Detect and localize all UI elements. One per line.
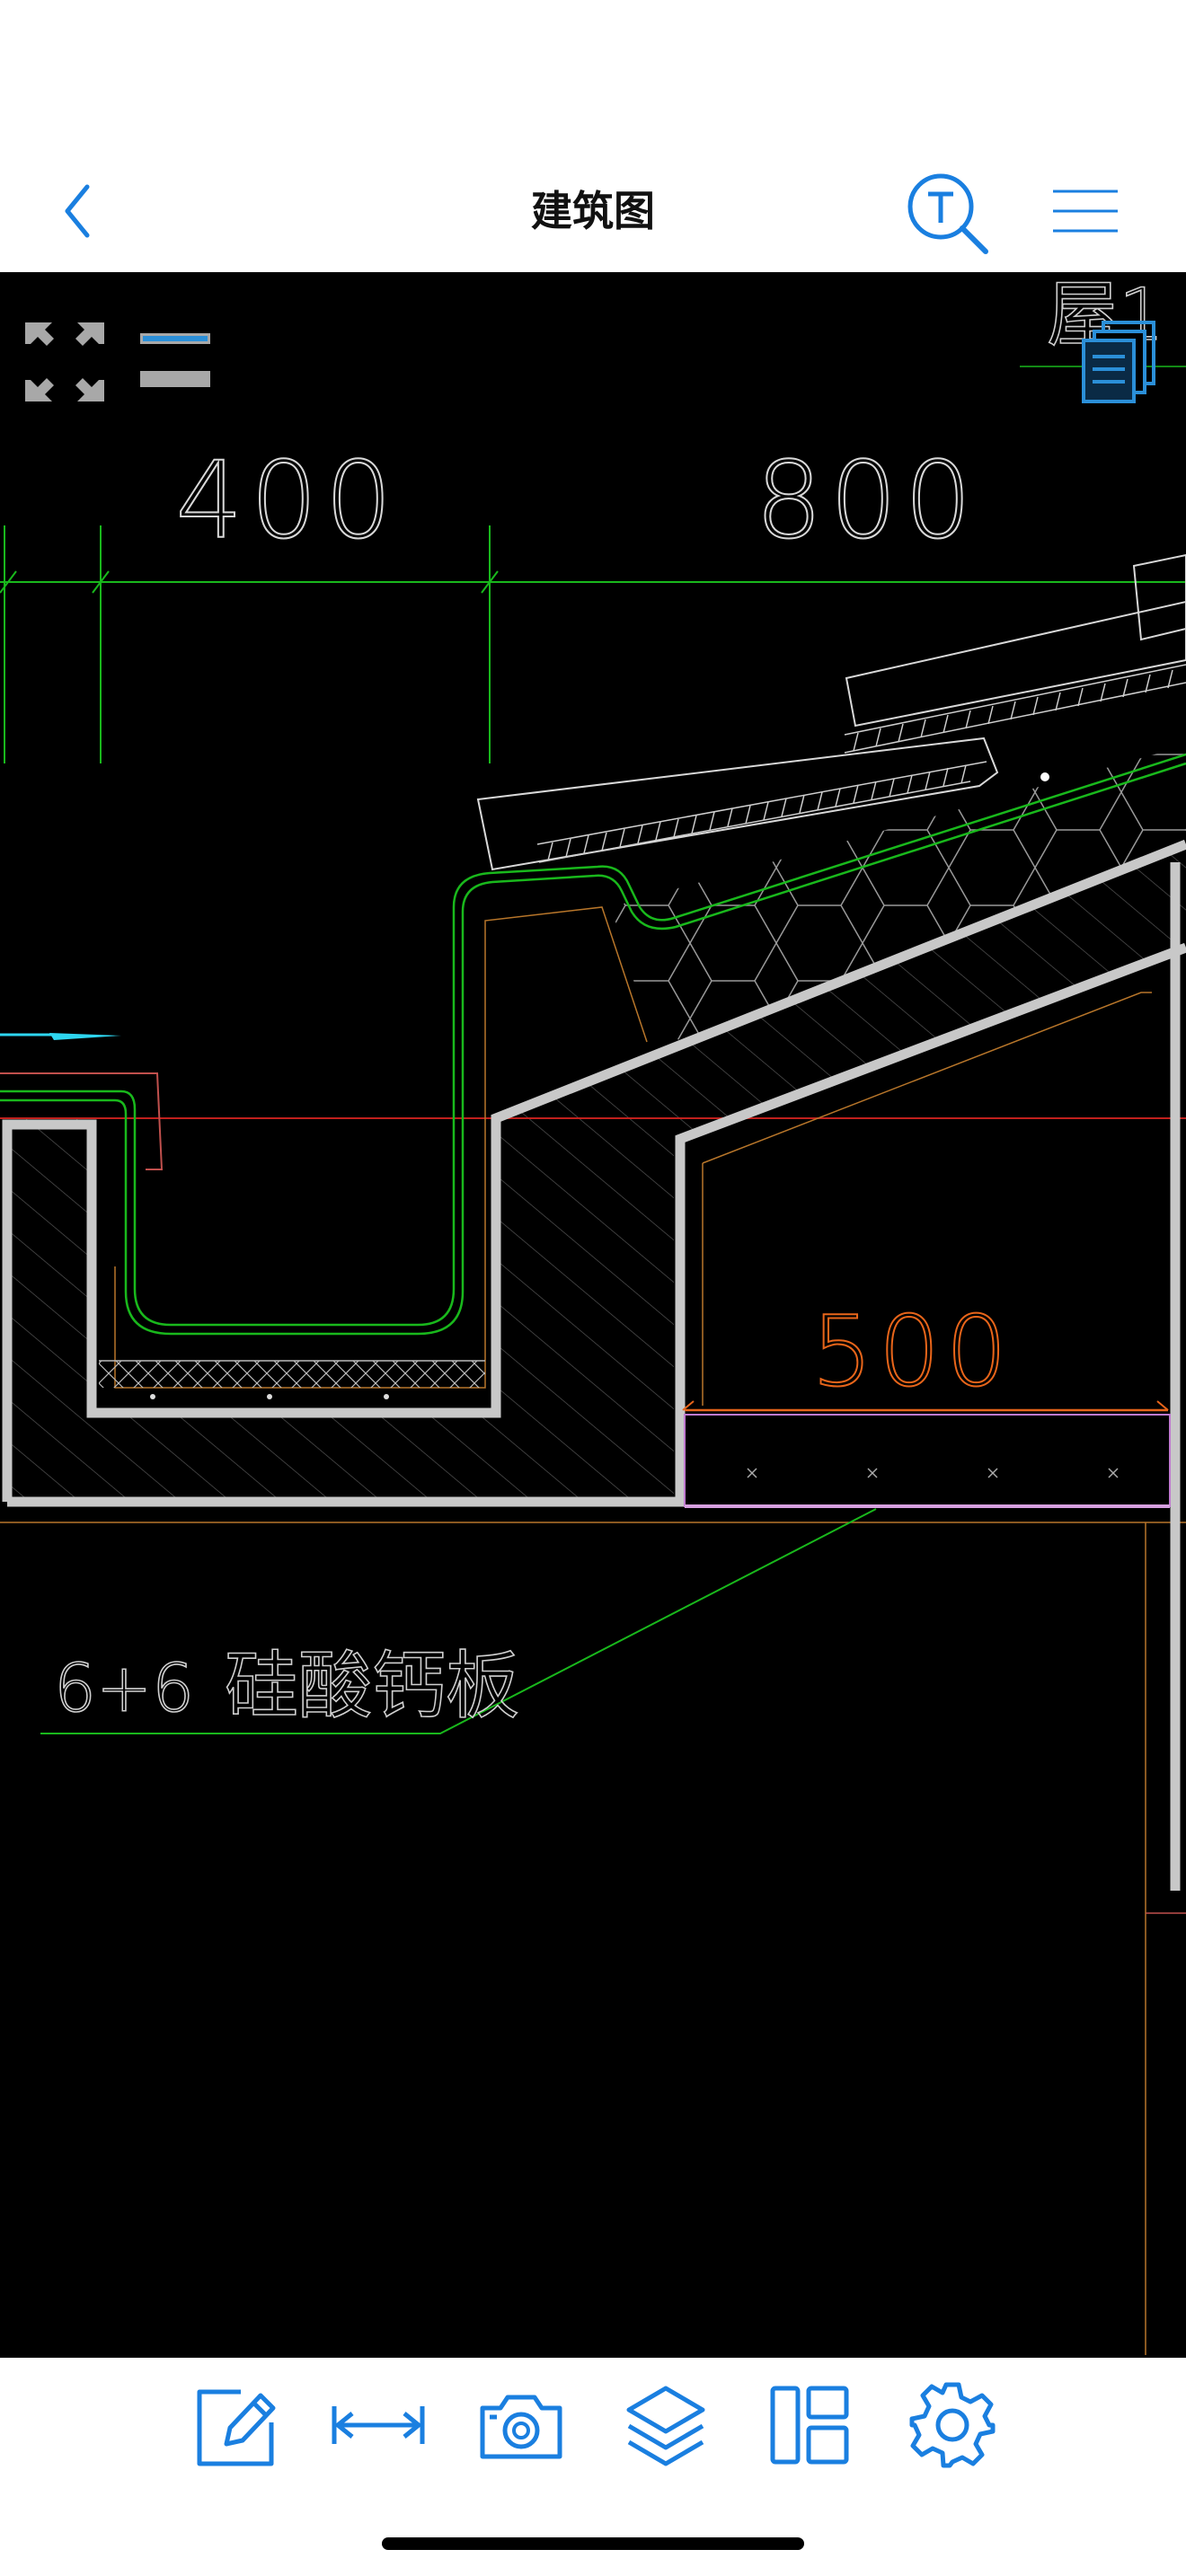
- layout-panels-icon: [770, 2386, 849, 2465]
- measure-button[interactable]: [329, 2376, 428, 2475]
- layers-button[interactable]: [616, 2376, 715, 2475]
- document-stack-icon: [1082, 321, 1155, 403]
- page-title: 建筑图: [531, 187, 655, 235]
- dimension-400: 400: [175, 438, 399, 562]
- measure-arrow-icon: [332, 2406, 425, 2444]
- fullscreen-button[interactable]: [20, 317, 110, 407]
- hamburger-menu-icon: [1053, 190, 1118, 233]
- dimension-800: 800: [755, 438, 978, 562]
- drawing-canvas[interactable]: 400 800: [0, 272, 1186, 2358]
- back-button[interactable]: [49, 180, 112, 243]
- home-indicator: [382, 2537, 804, 2550]
- cad-drawing: 400 800: [0, 272, 1186, 2355]
- chevron-left-icon: [65, 184, 90, 238]
- settings-button[interactable]: [903, 2376, 1002, 2475]
- annotate-button[interactable]: [187, 2376, 286, 2475]
- text-search-icon: [907, 173, 988, 254]
- camera-button[interactable]: [472, 2376, 571, 2475]
- gear-icon: [909, 2382, 996, 2468]
- pencil-edit-icon: [197, 2389, 276, 2466]
- layout-button[interactable]: [760, 2376, 859, 2475]
- panel-layout-button[interactable]: [137, 326, 214, 398]
- camera-icon: [480, 2395, 562, 2459]
- navigation-bar: 建筑图: [0, 153, 1186, 272]
- label-material: 硅酸钙板: [225, 1644, 519, 1729]
- expand-arrows-icon: [25, 322, 104, 401]
- menu-button[interactable]: [1049, 184, 1121, 238]
- document-button[interactable]: [1078, 317, 1164, 407]
- panel-layout-icon: [140, 333, 210, 387]
- text-search-button[interactable]: [903, 169, 993, 259]
- status-bar-area: [0, 0, 1186, 153]
- layers-icon: [626, 2386, 705, 2466]
- label-thickness: 6+6: [54, 1650, 194, 1727]
- dimension-500: 500: [811, 1296, 1013, 1408]
